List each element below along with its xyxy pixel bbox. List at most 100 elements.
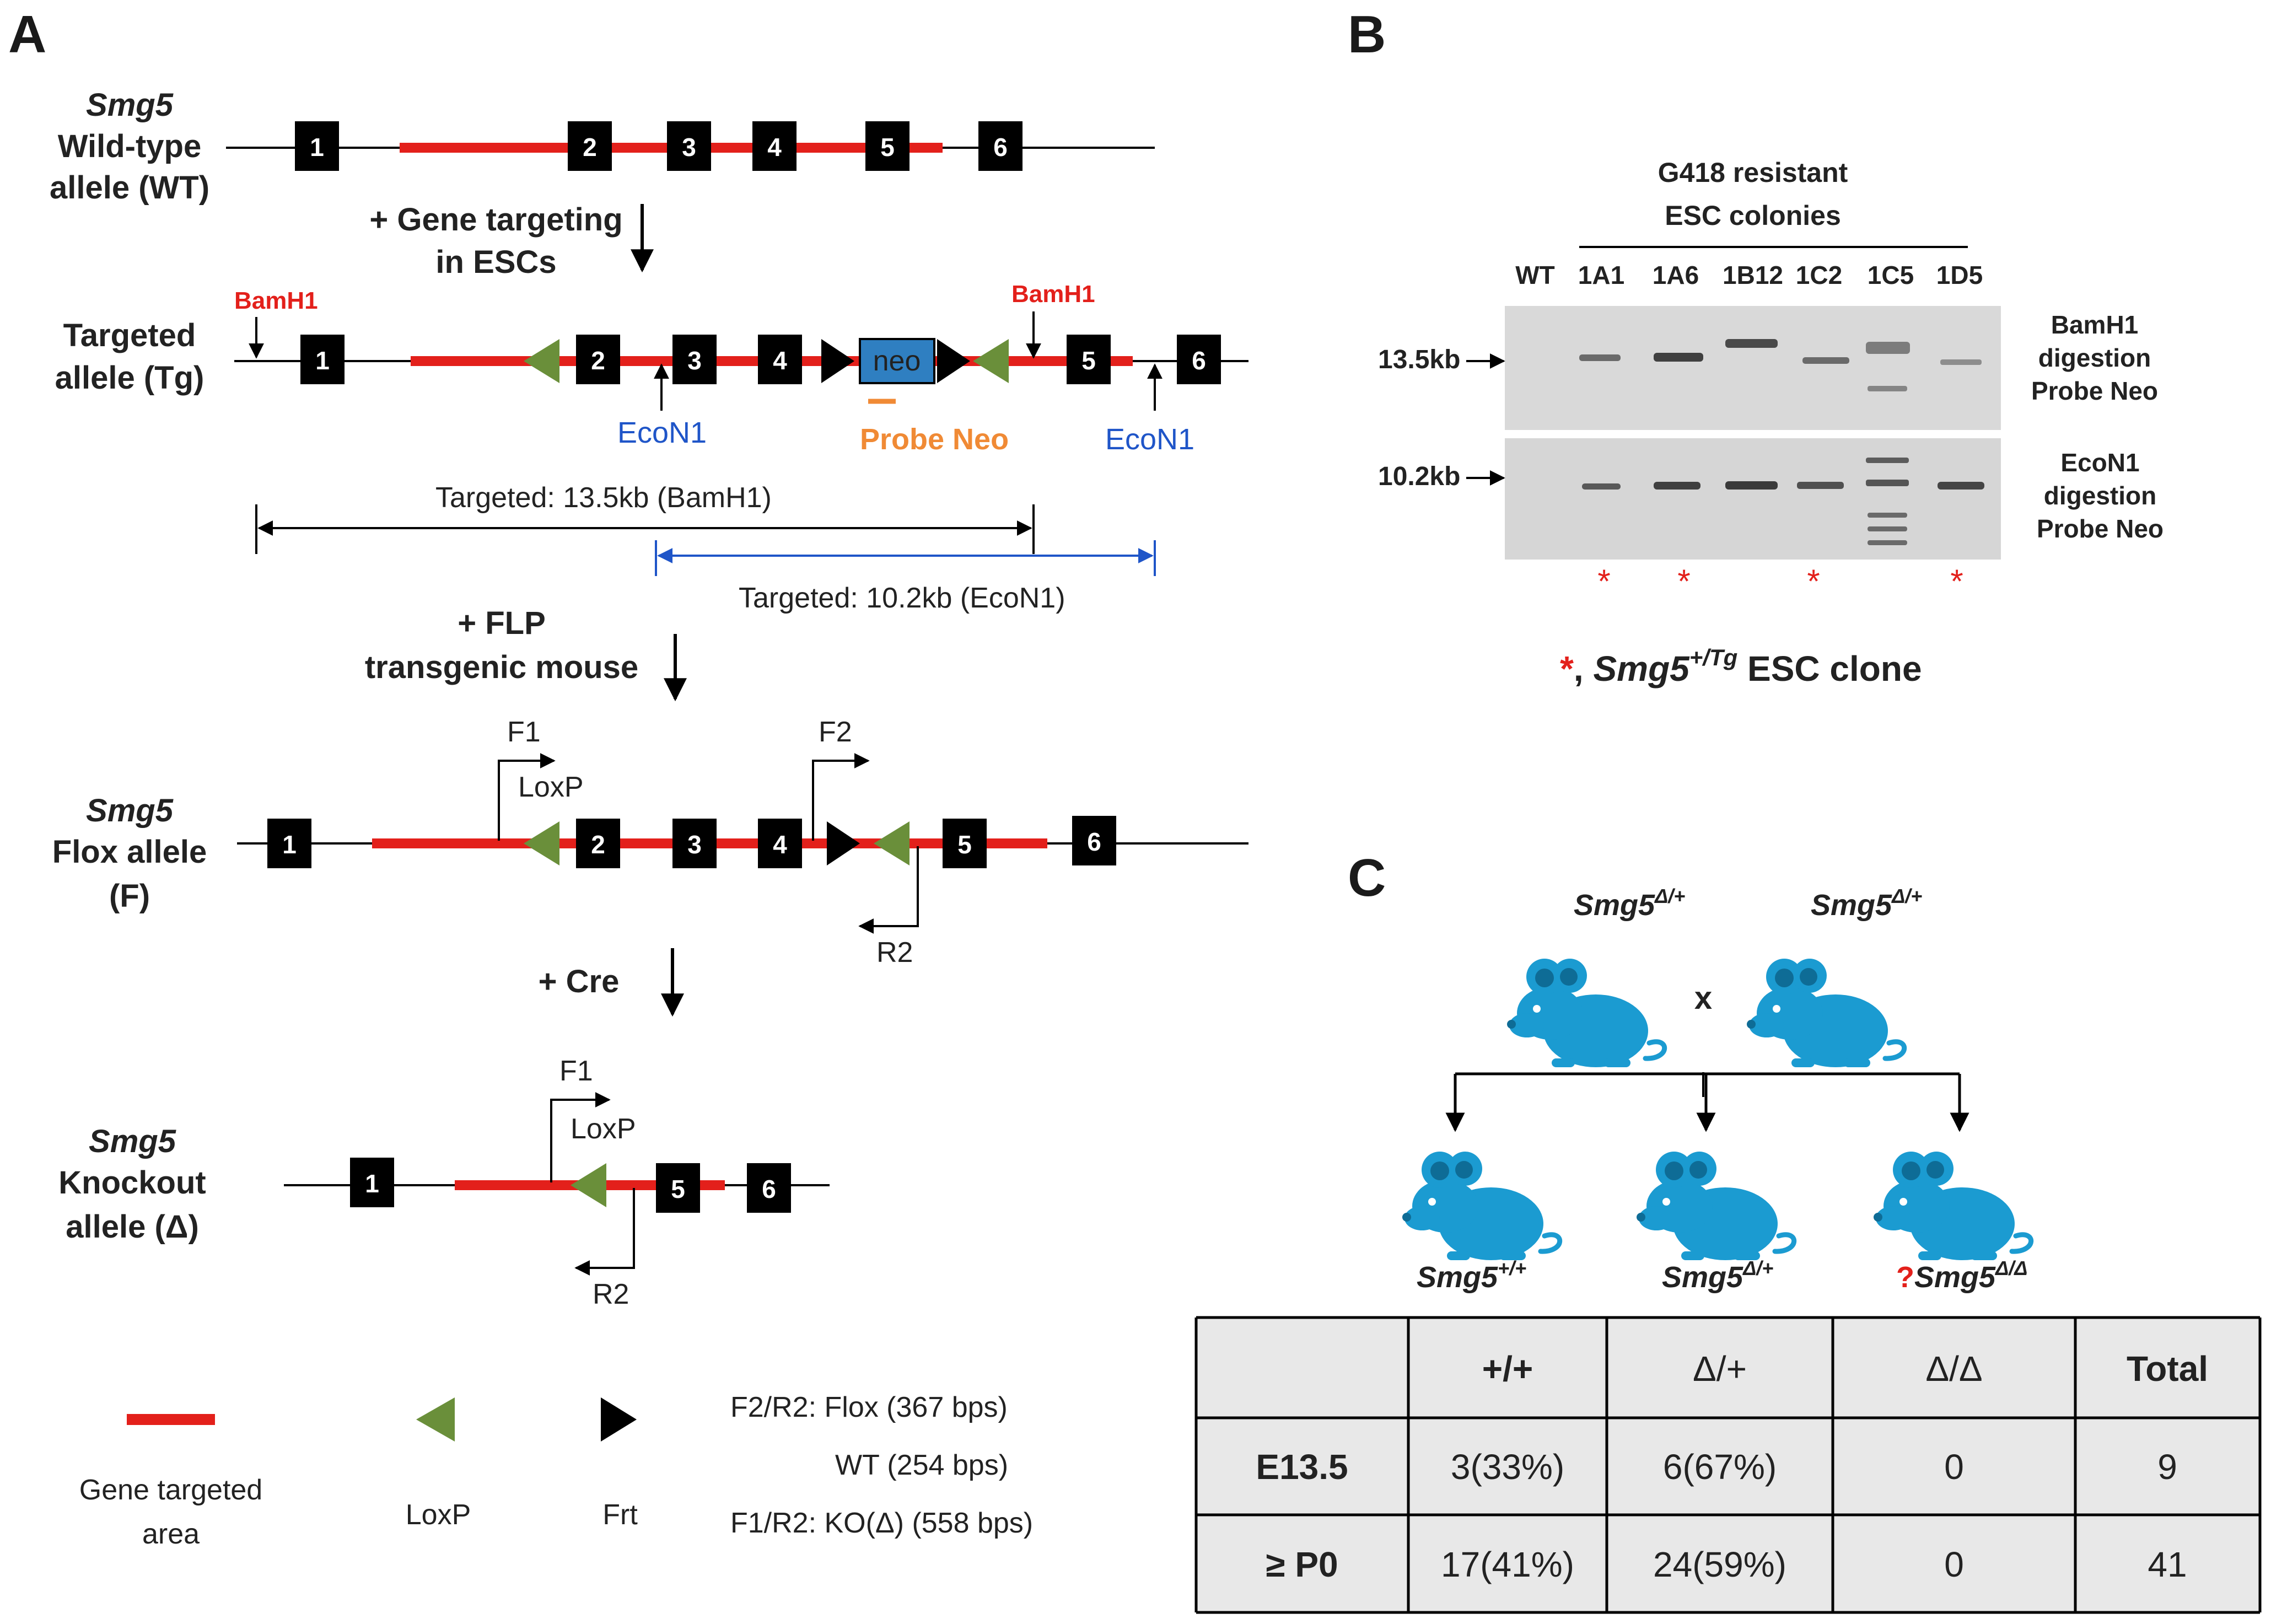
lane-label-1b12: 1B12 xyxy=(1723,261,1783,289)
wt-label-line2: allele (WT) xyxy=(50,170,209,206)
tg-econ1-label-left: EcoN1 xyxy=(617,416,707,449)
ko-gene-name: Smg5 xyxy=(89,1123,176,1159)
ko-loxp-label: LoxP xyxy=(571,1113,636,1145)
panel-a-label: A xyxy=(8,5,46,64)
gel-title-line2: ESC colonies xyxy=(1665,200,1841,231)
tg-exon-4 xyxy=(758,335,802,384)
ko-r2-label: R2 xyxy=(593,1278,629,1310)
gel-note: *, Smg5+/Tg ESC clone xyxy=(1560,644,1922,689)
panel-c-label: C xyxy=(1348,848,1386,907)
ko-primer-f1 xyxy=(550,1092,611,1182)
blot-right-top-2: digestion xyxy=(2038,343,2151,372)
step-flp-line2: transgenic mouse xyxy=(365,649,638,685)
blot-bamh1 xyxy=(1505,306,2001,430)
tg-exon-5 xyxy=(1067,335,1111,384)
tg-exon-1 xyxy=(300,335,345,384)
parent1-mouse-icon xyxy=(1507,959,1665,1067)
flox-r2-label: R2 xyxy=(876,937,913,969)
positive-clone-star-1d5: * xyxy=(1950,563,1963,600)
flox-exon-6-label: 6 xyxy=(1087,827,1101,856)
wt-exon-1-label: 1 xyxy=(310,133,324,162)
tg-label-line1: Targeted xyxy=(63,318,196,353)
blot-right-bottom-1: EcoN1 xyxy=(2060,448,2139,477)
tg-econ1-span-label: Targeted: 10.2kb (EcoN1) xyxy=(739,582,1065,614)
table-row1-wt: 3(33%) xyxy=(1451,1447,1564,1487)
ko-exon-5-label: 5 xyxy=(671,1175,685,1203)
flox-exon-5 xyxy=(943,819,987,868)
flox-exon-5-label: 5 xyxy=(957,830,972,859)
marker-10-2kb: 10.2kb xyxy=(1378,462,1460,491)
knockout-allele: Smg5 Knockout allele (Δ) 1 5 6 F1 LoxP R… xyxy=(58,1055,830,1310)
blot-right-top-3: Probe Neo xyxy=(2031,377,2158,405)
targeted-allele: Targeted allele (Tg) 1 2 3 4 neo 5 6 Bam… xyxy=(55,281,1248,614)
legend-primer-wt: WT (254 bps) xyxy=(835,1449,1008,1481)
panel-b-label: B xyxy=(1348,5,1386,64)
tg-exon-5-label: 5 xyxy=(1081,346,1096,375)
positive-clone-star-1a1: * xyxy=(1597,563,1610,600)
table-row2-ko: 0 xyxy=(1944,1545,1964,1584)
ko-exon-1-label: 1 xyxy=(365,1169,379,1198)
tg-bamh1-label-left: BamH1 xyxy=(234,287,318,314)
parent2-genotype: Smg5Δ/+ xyxy=(1811,885,1922,922)
ko-label-line2: allele (Δ) xyxy=(66,1209,199,1245)
legend-primer-ko: F1/R2: KO(Δ) (558 bps) xyxy=(730,1507,1033,1539)
flox-loxp-label: LoxP xyxy=(518,771,584,803)
table-row1-het: 6(67%) xyxy=(1663,1447,1777,1487)
tg-exon-6-label: 6 xyxy=(1192,346,1206,375)
legend: Gene targeted area LoxP Frt F2/R2: Flox … xyxy=(79,1391,1033,1550)
wt-exon-2-label: 2 xyxy=(583,133,597,162)
ko-exon-1 xyxy=(350,1158,394,1207)
lane-label-wt: WT xyxy=(1515,261,1555,289)
tg-exon-1-label: 1 xyxy=(315,346,330,375)
blot-econ1 xyxy=(1505,438,2001,560)
ko-f1-label: F1 xyxy=(559,1055,593,1087)
flox-loxp-1-icon xyxy=(524,821,559,865)
lane-label-1c2: 1C2 xyxy=(1796,261,1842,289)
flox-label-line1: Flox allele xyxy=(52,834,207,870)
blot-right-top-1: BamH1 xyxy=(2051,310,2139,339)
legend-gene-targeted-line2: area xyxy=(142,1518,200,1550)
ko-primer-r2 xyxy=(574,1188,635,1276)
flox-exon-4-label: 4 xyxy=(773,830,787,859)
gel-note-star: * xyxy=(1560,649,1574,689)
flox-exon-3 xyxy=(672,819,717,868)
tg-econ1-label-right: EcoN1 xyxy=(1105,423,1194,456)
wt-gene-name: Smg5 xyxy=(86,87,174,123)
ko-exon-5 xyxy=(656,1163,700,1213)
child3-genotype: ?Smg5Δ/Δ xyxy=(1896,1257,2027,1294)
step-gene-targeting-line2: in ESCs xyxy=(435,244,556,280)
lane-label-1a1: 1A1 xyxy=(1578,261,1624,289)
step-flp-line1: + FLP xyxy=(458,605,546,641)
wt-exon-4-label: 4 xyxy=(767,133,782,162)
flox-allele: Smg5 Flox allele (F) 1 2 3 4 5 6 F1 LoxP… xyxy=(52,716,1248,969)
wt-exon-6 xyxy=(978,121,1023,171)
tg-neo-label: neo xyxy=(873,345,921,377)
table-row2-stage: ≥ P0 xyxy=(1266,1545,1338,1584)
table-row2-het: 24(59%) xyxy=(1653,1545,1786,1584)
lane-label-1c5: 1C5 xyxy=(1868,261,1914,289)
flox-f1-label: F1 xyxy=(507,716,541,748)
table-header-total: Total xyxy=(2127,1349,2208,1389)
flox-exon-2-label: 2 xyxy=(591,830,605,859)
legend-frt-icon xyxy=(601,1397,637,1442)
tg-frt-1-icon xyxy=(821,339,854,383)
flox-label-line2: (F) xyxy=(109,878,150,914)
ko-label-line1: Knockout xyxy=(58,1165,206,1201)
legend-loxp-label: LoxP xyxy=(406,1499,471,1531)
flox-gene-name: Smg5 xyxy=(86,793,174,829)
marker-13-5kb: 13.5kb xyxy=(1378,345,1460,374)
step-cre: + Cre xyxy=(539,964,620,999)
parent1-genotype: Smg5Δ/+ xyxy=(1574,885,1685,922)
flox-loxp-2-icon xyxy=(874,821,910,865)
flox-exon-2 xyxy=(576,819,620,868)
tg-exon-6 xyxy=(1177,335,1221,384)
lane-label-1a6: 1A6 xyxy=(1653,261,1699,289)
table-row1-stage: E13.5 xyxy=(1256,1447,1348,1487)
wt-exon-6-label: 6 xyxy=(993,133,1008,162)
table-header-wt: +/+ xyxy=(1482,1349,1533,1389)
wt-exon-3 xyxy=(667,121,711,171)
gel-note-rest: ESC clone xyxy=(1737,649,1922,689)
table-row1-total: 9 xyxy=(2157,1447,2177,1487)
table-row2-total: 41 xyxy=(2148,1545,2187,1584)
